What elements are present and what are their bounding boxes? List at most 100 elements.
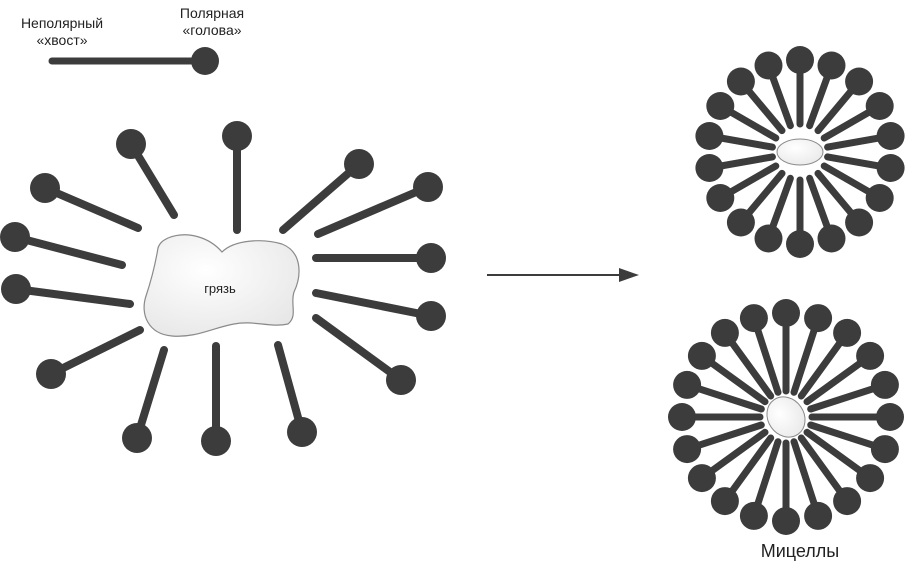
dirt-molecule-13 bbox=[0, 222, 126, 269]
micelle-bottom-molecule-4 bbox=[803, 341, 885, 406]
dirt-molecule-8-head bbox=[287, 417, 317, 447]
dirt-molecule-5-head bbox=[416, 243, 446, 273]
micelle-top-molecule-4 bbox=[820, 92, 894, 142]
micelle-top-molecule-2 bbox=[806, 51, 846, 130]
transition-arrow bbox=[487, 268, 639, 282]
micelle-top-molecule-3 bbox=[814, 67, 874, 135]
dirt-molecule-11-head bbox=[36, 359, 66, 389]
micelle-bottom-molecule-14-head bbox=[687, 464, 716, 493]
micelle-bottom-molecule-13 bbox=[710, 434, 775, 516]
micelle-bottom-molecule-15 bbox=[673, 421, 765, 464]
micelle-top-molecule-9 bbox=[806, 174, 846, 253]
nonpolar-tail-label-line2: «хвост» bbox=[36, 32, 88, 48]
dirt-molecule-14-tail bbox=[41, 184, 142, 232]
dirt-molecule-10 bbox=[122, 346, 168, 453]
dirt-molecule-7 bbox=[312, 314, 416, 395]
micelle-bottom-molecule-7 bbox=[807, 421, 899, 464]
micelle-bottom-molecule-6-head bbox=[876, 403, 904, 431]
micelle-bottom-molecule-18 bbox=[687, 341, 769, 406]
dirt-molecule-11 bbox=[36, 326, 144, 389]
micelle-top-molecule-11-head bbox=[754, 224, 783, 253]
micelle-bottom-molecule-15-head bbox=[673, 435, 702, 464]
dirt-molecule-6 bbox=[312, 289, 446, 331]
micelle-top-molecule-8 bbox=[814, 169, 874, 237]
nonpolar-tail-label-line1: Неполярный bbox=[20, 15, 104, 31]
micelle-top-molecule-5 bbox=[824, 122, 905, 151]
dirt-molecule-6-head bbox=[416, 301, 446, 331]
micelle-bottom-molecule-12 bbox=[739, 438, 782, 530]
micelle-bottom-molecule-16-head bbox=[668, 403, 696, 431]
dirt-molecule-13-tail bbox=[11, 233, 126, 269]
micelle-top-molecule-13 bbox=[706, 162, 780, 212]
dirt-molecule-9-head bbox=[201, 426, 231, 456]
micelle-top-molecule-17 bbox=[726, 67, 786, 135]
dirt-molecule-13-head bbox=[0, 222, 30, 252]
micelle-bottom-molecule-10-head bbox=[804, 501, 833, 530]
dirt-molecule-7-head bbox=[386, 365, 416, 395]
dirt-molecule-6-tail bbox=[312, 289, 435, 320]
micelle-top-molecule-18-head bbox=[754, 51, 783, 80]
micelle-bottom-molecule-11-head bbox=[772, 507, 800, 535]
dirt-molecule-10-tail bbox=[133, 346, 168, 442]
micelle-top-molecule-3-head bbox=[845, 67, 874, 96]
micelle-top-molecule-7-head bbox=[865, 184, 894, 212]
micelle-top-molecule-14 bbox=[695, 153, 776, 182]
dirt-molecule-3-tail bbox=[279, 160, 363, 234]
dirt-molecule-12 bbox=[1, 274, 134, 308]
micelle-bottom-core bbox=[766, 396, 806, 438]
micelle-bottom-molecule-6 bbox=[808, 403, 904, 431]
micelle-bottom-molecule-9 bbox=[797, 434, 862, 516]
micelles-label: Мицеллы bbox=[760, 541, 840, 561]
micelle-top-molecule-1-head bbox=[786, 46, 814, 74]
micelle-top-molecule-12 bbox=[726, 169, 786, 237]
micelle-top bbox=[695, 46, 905, 258]
micelle-top-molecule-12-head bbox=[726, 208, 755, 237]
micelle-bottom-molecule-3-head bbox=[833, 318, 862, 347]
dirt-molecule-3 bbox=[279, 149, 374, 234]
micelle-bottom-molecule-20-head bbox=[739, 304, 768, 333]
dirt-molecule-3-head bbox=[344, 149, 374, 179]
micelle-top-molecule-9-head bbox=[817, 224, 846, 253]
dirt-molecule-9 bbox=[201, 342, 231, 456]
micelle-bottom-molecule-5-head bbox=[870, 370, 899, 399]
dirt-molecules bbox=[0, 121, 446, 456]
micelle-bottom-molecule-5 bbox=[807, 370, 899, 413]
micelle-top-molecule-15-head bbox=[695, 122, 724, 150]
micelle-bottom-molecule-14 bbox=[687, 428, 769, 493]
micelle-bottom bbox=[668, 299, 904, 535]
micelle-top-molecule-6-head bbox=[876, 154, 905, 182]
micelle-bottom-molecule-2 bbox=[790, 304, 833, 396]
micelle-bottom-molecule-3 bbox=[797, 318, 862, 400]
dirt-molecule-1 bbox=[116, 129, 178, 219]
dirt-molecule-2-head bbox=[222, 121, 252, 151]
legend-head bbox=[191, 47, 219, 75]
micelle-bottom-molecule-1 bbox=[772, 299, 800, 395]
micelle-bottom-molecule-7-head bbox=[870, 435, 899, 464]
micelle-bottom-molecule-20 bbox=[739, 304, 782, 396]
dirt-molecule-12-head bbox=[1, 274, 31, 304]
micelle-top-molecule-18 bbox=[754, 51, 794, 130]
micelle-bottom-molecule-8 bbox=[803, 428, 885, 493]
micelle-bottom-molecule-19 bbox=[710, 318, 775, 400]
dirt-molecule-5 bbox=[312, 243, 446, 273]
dirt-molecule-4 bbox=[314, 172, 443, 238]
micelle-bottom-molecule-10 bbox=[790, 438, 833, 530]
micelle-top-molecule-14-head bbox=[695, 154, 724, 182]
micelle-top-molecule-13-head bbox=[706, 184, 735, 212]
micelle-bottom-molecule-12-head bbox=[739, 501, 768, 530]
micelle-bottom-molecule-19-head bbox=[710, 318, 739, 347]
micelle-top-molecule-8-head bbox=[845, 208, 874, 237]
dirt-molecule-4-head bbox=[413, 172, 443, 202]
micelle-bottom-molecule-17-head bbox=[673, 370, 702, 399]
micelle-top-molecule-2-head bbox=[817, 51, 846, 80]
dirt-molecule-8-tail bbox=[274, 341, 306, 436]
micelle-bottom-molecule-16 bbox=[668, 403, 764, 431]
polar-head-label-line2: «голова» bbox=[182, 22, 242, 38]
micelle-top-molecule-5-head bbox=[876, 122, 905, 150]
micelle-top-molecule-4-head bbox=[865, 92, 894, 120]
polar-head-label: Полярная «голова» bbox=[152, 5, 272, 39]
dirt-molecule-11-tail bbox=[47, 326, 144, 378]
dirt-molecule-12-tail bbox=[12, 285, 134, 308]
